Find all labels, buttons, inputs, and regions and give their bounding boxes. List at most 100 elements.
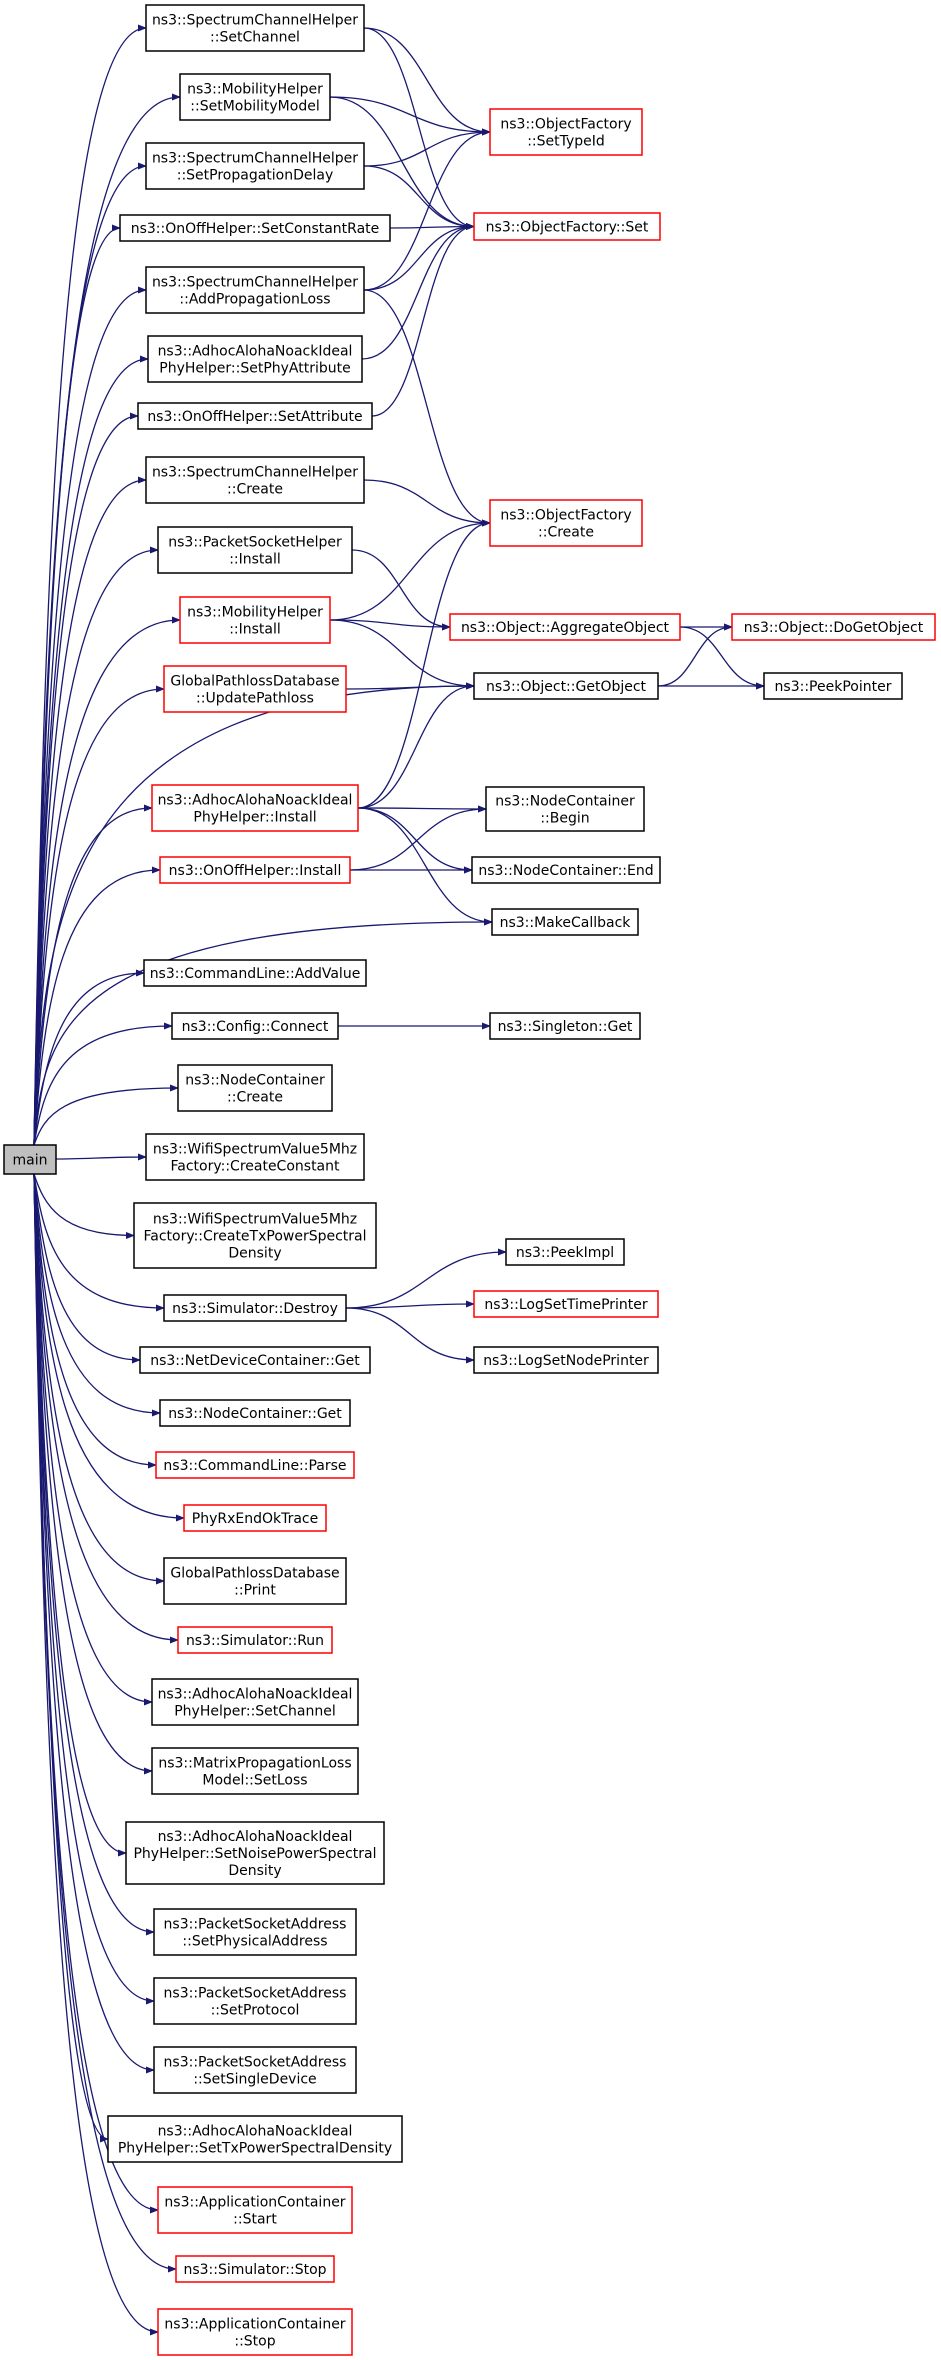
- node-wifi_const[interactable]: ns3::WifiSpectrumValue5MhzFactory::Creat…: [145, 1133, 365, 1181]
- node-nc_get[interactable]: ns3::NodeContainer::Get: [159, 1399, 351, 1427]
- node-psh_install[interactable]: ns3::PacketSocketHelper::Install: [157, 526, 353, 574]
- node-aloha_install[interactable]: ns3::AdhocAlohaNoackIdealPhyHelper::Inst…: [151, 784, 359, 832]
- node-obj_dogetobject[interactable]: ns3::Object::DoGetObject: [731, 613, 936, 641]
- node-nc_begin[interactable]: ns3::NodeContainer::Begin: [485, 786, 645, 832]
- node-sch_setchannel[interactable]: ns3::SpectrumChannelHelper::SetChannel: [145, 4, 365, 52]
- node-onoff_setattr[interactable]: ns3::OnOffHelper::SetAttribute: [137, 402, 373, 430]
- node-psa_setphys[interactable]: ns3::PacketSocketAddress::SetPhysicalAdd…: [153, 1908, 357, 1956]
- edge-sch_addproploss-to-of_set: [363, 222, 475, 291]
- node-aloha_setphyattr[interactable]: ns3::AdhocAlohaNoackIdealPhyHelper::SetP…: [147, 335, 363, 383]
- node-ac_stop[interactable]: ns3::ApplicationContainer::Stop: [157, 2308, 353, 2356]
- node-box: [763, 672, 903, 700]
- node-label: GlobalPathlossDatabase: [170, 674, 339, 690]
- edge-sch_setchannel-to-of_set: [363, 27, 475, 231]
- node-label: PhyHelper::Install: [193, 810, 316, 826]
- node-box: [183, 1504, 327, 1532]
- edge-aloha_install-to-of_create: [357, 519, 491, 809]
- node-phyrx[interactable]: PhyRxEndOkTrace: [183, 1504, 327, 1532]
- node-nc_end[interactable]: ns3::NodeContainer::End: [471, 856, 661, 884]
- node-sch_setpropdelay[interactable]: ns3::SpectrumChannelHelper::SetPropagati…: [145, 142, 365, 190]
- node-ac_start[interactable]: ns3::ApplicationContainer::Start: [157, 2186, 353, 2234]
- node-sim_destroy[interactable]: ns3::Simulator::Destroy: [163, 1294, 347, 1322]
- node-label: ns3::AdhocAlohaNoackIdeal: [158, 793, 353, 809]
- node-nc_create[interactable]: ns3::NodeContainer::Create: [177, 1064, 333, 1112]
- node-sch_create[interactable]: ns3::SpectrumChannelHelper::Create: [145, 456, 365, 504]
- node-label: ns3::NodeContainer: [495, 794, 635, 810]
- node-label: ns3::WifiSpectrumValue5Mhz: [153, 1212, 357, 1228]
- node-aloha_settxpsd[interactable]: ns3::AdhocAlohaNoackIdealPhyHelper::SetT…: [107, 2115, 403, 2163]
- edge-main-to-wifi_txpsd: [33, 1173, 135, 1240]
- node-box: [177, 1626, 333, 1654]
- node-wifi_txpsd[interactable]: ns3::WifiSpectrumValue5MhzFactory::Creat…: [133, 1202, 377, 1269]
- node-gpd_print[interactable]: GlobalPathlossDatabase::Print: [163, 1557, 347, 1605]
- node-onoff_install[interactable]: ns3::OnOffHelper::Install: [159, 856, 351, 884]
- node-label: ::Start: [233, 2212, 277, 2228]
- node-aloha_setnoise[interactable]: ns3::AdhocAlohaNoackIdealPhyHelper::SetN…: [125, 1821, 385, 1885]
- node-cmd_parse[interactable]: ns3::CommandLine::Parse: [155, 1451, 355, 1479]
- node-box: [163, 1557, 347, 1605]
- edge-psh_install-to-obj_aggregate: [351, 549, 451, 631]
- node-label: ns3::WifiSpectrumValue5Mhz: [153, 1142, 357, 1158]
- edge-obj_aggregate-to-peekpointer: [679, 626, 765, 690]
- edge-main-to-mpl_setloss: [33, 1173, 153, 1775]
- node-label: ::Install: [229, 622, 281, 638]
- node-label: ::Print: [234, 1583, 276, 1599]
- node-label: ns3::NodeContainer::Get: [168, 1406, 342, 1422]
- node-gpd_update[interactable]: GlobalPathlossDatabase::UpdatePathloss: [163, 665, 347, 713]
- node-label: ns3::MobilityHelper: [187, 82, 323, 98]
- node-psa_setproto[interactable]: ns3::PacketSocketAddress::SetProtocol: [153, 1977, 357, 2025]
- node-mob_setmodel[interactable]: ns3::MobilityHelper::SetMobilityModel: [179, 73, 331, 121]
- node-label: ns3::MakeCallback: [500, 915, 632, 931]
- node-label: ns3::CommandLine::Parse: [163, 1458, 346, 1474]
- node-label: main: [13, 1153, 48, 1169]
- node-mob_install[interactable]: ns3::MobilityHelper::Install: [179, 596, 331, 644]
- node-singleton_get[interactable]: ns3::Singleton::Get: [489, 1012, 641, 1040]
- node-label: ::SetChannel: [210, 30, 300, 46]
- node-obj_aggregate[interactable]: ns3::Object::AggregateObject: [449, 613, 681, 641]
- node-label: ::Stop: [234, 2334, 275, 2350]
- node-label: ns3::NodeContainer: [185, 1073, 325, 1089]
- node-ndc_get[interactable]: ns3::NetDeviceContainer::Get: [139, 1346, 371, 1374]
- node-obj_getobject[interactable]: ns3::Object::GetObject: [473, 672, 659, 700]
- node-label: ::Create: [227, 1090, 283, 1106]
- node-sch_addproploss[interactable]: ns3::SpectrumChannelHelper::AddPropagati…: [145, 266, 365, 314]
- node-sim_stop[interactable]: ns3::Simulator::Stop: [175, 2255, 335, 2283]
- node-cmd_addvalue[interactable]: ns3::CommandLine::AddValue: [143, 959, 367, 987]
- node-cfg_connect[interactable]: ns3::Config::Connect: [171, 1012, 339, 1040]
- node-of_settypeid[interactable]: ns3::ObjectFactory::SetTypeId: [489, 108, 643, 156]
- node-psa_setsingle[interactable]: ns3::PacketSocketAddress::SetSingleDevic…: [153, 2046, 357, 2094]
- node-onoff_setrate[interactable]: ns3::OnOffHelper::SetConstantRate: [119, 214, 391, 242]
- node-makecallback[interactable]: ns3::MakeCallback: [491, 908, 639, 936]
- node-box: [157, 2186, 353, 2234]
- edge-main-to-onoff_install: [33, 866, 161, 1146]
- edge-onoff_setrate-to-of_set: [389, 222, 475, 231]
- node-logsetnode[interactable]: ns3::LogSetNodePrinter: [473, 1346, 659, 1374]
- node-label: ns3::AdhocAlohaNoackIdeal: [158, 344, 353, 360]
- node-label: ns3::NetDeviceContainer::Get: [150, 1353, 360, 1369]
- node-box: [159, 856, 351, 884]
- node-aloha_setchannel[interactable]: ns3::AdhocAlohaNoackIdealPhyHelper::SetC…: [151, 1678, 359, 1726]
- node-box: [449, 613, 681, 641]
- node-label: ns3::AdhocAlohaNoackIdeal: [158, 2124, 353, 2140]
- node-peekpointer[interactable]: ns3::PeekPointer: [763, 672, 903, 700]
- node-label: ns3::MobilityHelper: [187, 605, 323, 621]
- node-of_set[interactable]: ns3::ObjectFactory::Set: [473, 212, 661, 241]
- edge-aloha_install-to-nc_begin: [357, 805, 487, 813]
- edge-onoff_setattr-to-of_set: [371, 222, 475, 417]
- node-sim_run[interactable]: ns3::Simulator::Run: [177, 1626, 333, 1654]
- node-box: [145, 266, 365, 314]
- edge-main-to-nc_create: [33, 1084, 179, 1146]
- node-box: [731, 613, 936, 641]
- node-label: ns3::OnOffHelper::SetAttribute: [147, 409, 362, 425]
- node-box: [485, 786, 645, 832]
- node-label: ::SetSingleDevice: [193, 2072, 316, 2088]
- node-logsettime[interactable]: ns3::LogSetTimePrinter: [473, 1290, 659, 1318]
- edge-mob_install-to-obj_getobject: [329, 619, 475, 690]
- node-label: PhyHelper::SetTxPowerSpectralDensity: [118, 2141, 392, 2157]
- node-box: [147, 335, 363, 383]
- node-peekimpl[interactable]: ns3::PeekImpl: [505, 1238, 625, 1266]
- node-box: [153, 1977, 357, 2025]
- node-of_create[interactable]: ns3::ObjectFactory::Create: [489, 499, 643, 547]
